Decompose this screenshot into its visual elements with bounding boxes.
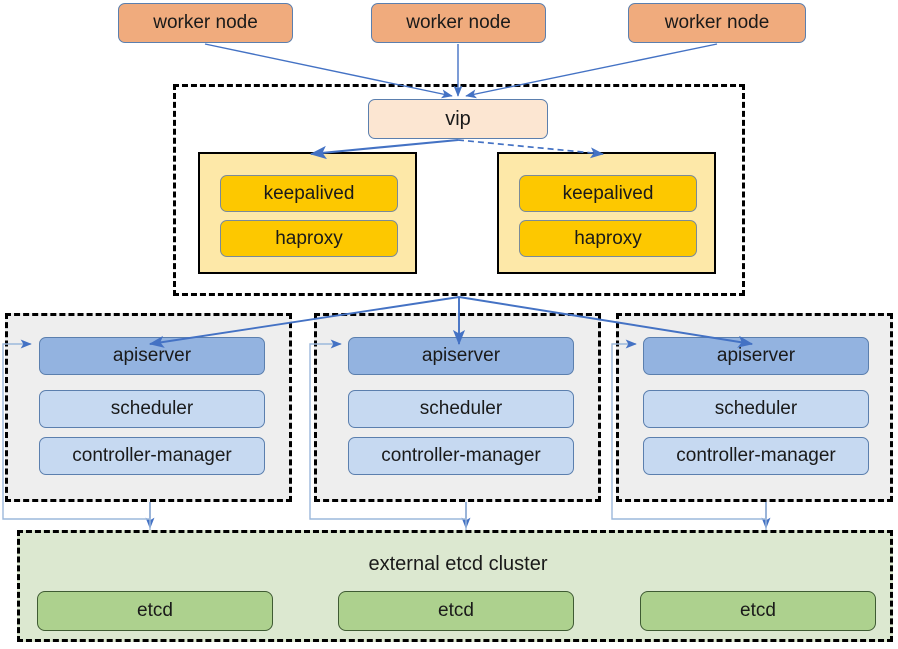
- controller-manager-3[interactable]: controller-manager: [643, 437, 869, 475]
- etcd-cluster-title: external etcd cluster: [368, 553, 548, 575]
- haproxy-1-label: haproxy: [275, 227, 343, 249]
- control-plane-3: apiserver scheduler controller-manager: [616, 313, 893, 502]
- haproxy-2[interactable]: haproxy: [519, 220, 697, 257]
- controller-manager-2-label: controller-manager: [381, 445, 541, 466]
- apiserver-2[interactable]: apiserver: [348, 337, 574, 375]
- scheduler-3-label: scheduler: [714, 398, 798, 419]
- scheduler-1-label: scheduler: [110, 398, 194, 419]
- etcd-node-1-label: etcd: [137, 600, 173, 621]
- control-plane-2: apiserver scheduler controller-manager: [314, 313, 601, 502]
- scheduler-1[interactable]: scheduler: [39, 390, 265, 428]
- apiserver-3-label: apiserver: [716, 345, 796, 366]
- etcd-node-1[interactable]: etcd: [37, 591, 273, 631]
- control-plane-1: apiserver scheduler controller-manager: [5, 313, 292, 502]
- keepalived-2[interactable]: keepalived: [519, 175, 697, 212]
- etcd-node-3[interactable]: etcd: [640, 591, 876, 631]
- load-balancer-group-2: keepalived haproxy: [497, 152, 716, 274]
- worker-node-2[interactable]: worker node: [371, 3, 546, 43]
- controller-manager-1[interactable]: controller-manager: [39, 437, 265, 475]
- etcd-cluster-container: external etcd cluster etcd etcd etcd: [17, 530, 893, 642]
- apiserver-2-label: apiserver: [421, 345, 501, 366]
- haproxy-2-label: haproxy: [574, 227, 642, 249]
- apiserver-1[interactable]: apiserver: [39, 337, 265, 375]
- vip-node[interactable]: vip: [368, 99, 548, 139]
- etcd-node-2-label: etcd: [438, 600, 474, 621]
- scheduler-2-label: scheduler: [419, 398, 503, 419]
- worker-node-3[interactable]: worker node: [628, 3, 806, 43]
- keepalived-2-label: keepalived: [562, 182, 654, 204]
- etcd-node-2[interactable]: etcd: [338, 591, 574, 631]
- haproxy-1[interactable]: haproxy: [220, 220, 398, 257]
- scheduler-2[interactable]: scheduler: [348, 390, 574, 428]
- worker-node-3-label: worker node: [664, 12, 770, 33]
- keepalived-1[interactable]: keepalived: [220, 175, 398, 212]
- worker-node-1[interactable]: worker node: [118, 3, 293, 43]
- controller-manager-2[interactable]: controller-manager: [348, 437, 574, 475]
- ha-layer-container: [173, 84, 745, 296]
- apiserver-1-label: apiserver: [112, 345, 192, 366]
- controller-manager-1-label: controller-manager: [72, 445, 232, 466]
- worker-node-2-label: worker node: [406, 12, 511, 33]
- worker-node-1-label: worker node: [153, 12, 258, 33]
- etcd-node-3-label: etcd: [740, 600, 776, 621]
- keepalived-1-label: keepalived: [263, 182, 355, 204]
- load-balancer-group-1: keepalived haproxy: [198, 152, 417, 274]
- scheduler-3[interactable]: scheduler: [643, 390, 869, 428]
- controller-manager-3-label: controller-manager: [676, 445, 836, 466]
- vip-label: vip: [445, 107, 471, 130]
- apiserver-3[interactable]: apiserver: [643, 337, 869, 375]
